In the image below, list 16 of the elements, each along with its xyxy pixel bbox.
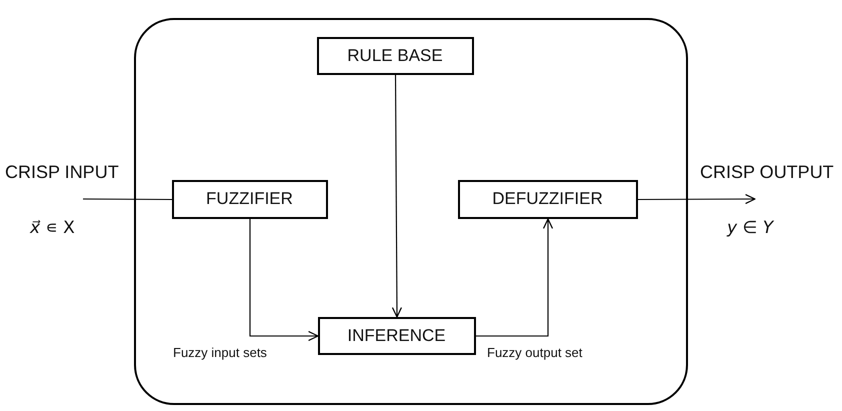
edge-label: Fuzzy input sets bbox=[173, 345, 267, 360]
math-expression: x⃗ ∊ X bbox=[30, 218, 75, 238]
io-label: CRISP INPUT bbox=[5, 162, 119, 183]
arrow bbox=[476, 218, 554, 337]
arrow bbox=[638, 194, 756, 204]
connector-line bbox=[83, 198, 172, 200]
system-boundary-box bbox=[134, 18, 688, 405]
process-box: FUZZIFIER bbox=[172, 180, 328, 218]
process-box: RULE BASE bbox=[316, 36, 474, 74]
edge-label: Fuzzy output set bbox=[487, 345, 582, 360]
io-label: CRISP OUTPUT bbox=[700, 162, 834, 183]
math-expression: y ∈ Y bbox=[727, 218, 774, 238]
process-box: INFERENCE bbox=[318, 316, 476, 354]
process-box: DEFUZZIFIER bbox=[458, 180, 638, 218]
arrow bbox=[249, 219, 319, 342]
arrow bbox=[392, 75, 402, 318]
